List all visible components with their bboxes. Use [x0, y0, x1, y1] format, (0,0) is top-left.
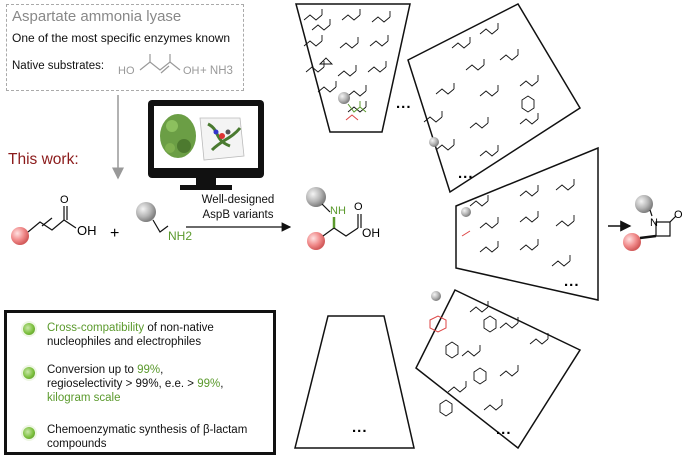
- fumaric-ho-label: HO: [118, 65, 135, 77]
- enzyme-name: Aspartate ammonia lyase: [12, 8, 182, 25]
- acid-oh-label: OH: [77, 223, 97, 238]
- native-substrate-box: [6, 4, 244, 91]
- fumaric-oh-label: OH: [183, 65, 200, 77]
- variants-line-2: AspB variants: [202, 209, 274, 221]
- native-substrates-label: Native substrates:: [12, 60, 105, 72]
- pink-sphere-icon: [11, 227, 29, 245]
- feature-1: Cross-compatibility of non-native nucleo…: [47, 322, 214, 348]
- nh2-label: NH2: [168, 229, 192, 243]
- product-nh-label: NH: [330, 205, 346, 217]
- feature-3: Chemoenzymatic synthesis of β-lactam com…: [47, 424, 248, 450]
- library-panel-1: [295, 3, 411, 133]
- variants-label: Well-designed AspB variants: [200, 193, 276, 223]
- variants-line-1: Well-designed: [201, 194, 275, 206]
- product-oh-label: OH: [362, 226, 380, 240]
- lactam-n-label: N: [650, 217, 658, 229]
- beta-lactam-structure: [639, 209, 677, 240]
- panel-3-ellipsis: ...: [564, 273, 580, 290]
- library-panel-5: [294, 315, 415, 449]
- library-panel-4: [415, 289, 582, 450]
- plus-sign: +: [110, 225, 119, 242]
- protein-structure-icon: [160, 114, 245, 161]
- bullet-icon: [23, 367, 35, 379]
- lactam-o-label: O: [674, 209, 683, 221]
- product-o-label: O: [354, 201, 363, 213]
- specificity-text: One of the most specific enzymes known: [12, 31, 231, 45]
- features-box: Cross-compatibility of non-native nucleo…: [4, 310, 276, 455]
- bullet-icon: [23, 323, 35, 335]
- product-structure: [321, 203, 362, 237]
- panel-1-ellipsis: ...: [396, 95, 412, 112]
- bullet-icon: [23, 427, 35, 439]
- panel-2-ellipsis: ...: [458, 165, 474, 182]
- plus-nh3-label: + NH3: [200, 65, 233, 77]
- library-panels: [294, 3, 599, 450]
- panel-5-ellipsis: ...: [352, 419, 368, 436]
- acrylic-substrate-structure: [27, 206, 77, 233]
- library-molecules: [303, 9, 575, 417]
- this-work-label: This work:: [8, 151, 79, 168]
- panel-4-ellipsis: ...: [496, 421, 512, 438]
- acid-o-label: O: [60, 194, 69, 206]
- library-panel-2: [407, 3, 582, 194]
- feature-2: Conversion up to 99%, regioselectivity >…: [47, 364, 224, 404]
- grey-sphere-icon: [136, 202, 156, 222]
- fumaric-acid-structure: [139, 54, 181, 74]
